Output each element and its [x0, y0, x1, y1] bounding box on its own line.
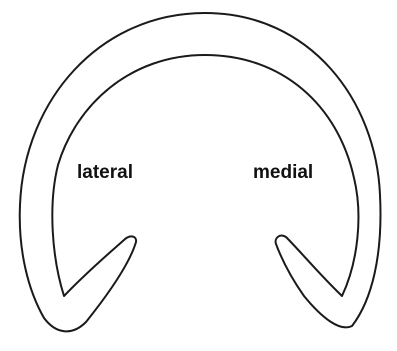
meniscus-fill: [20, 13, 381, 331]
label-medial: medial: [253, 163, 313, 182]
meniscus-outline: [20, 13, 381, 331]
label-lateral: lateral: [77, 163, 133, 182]
